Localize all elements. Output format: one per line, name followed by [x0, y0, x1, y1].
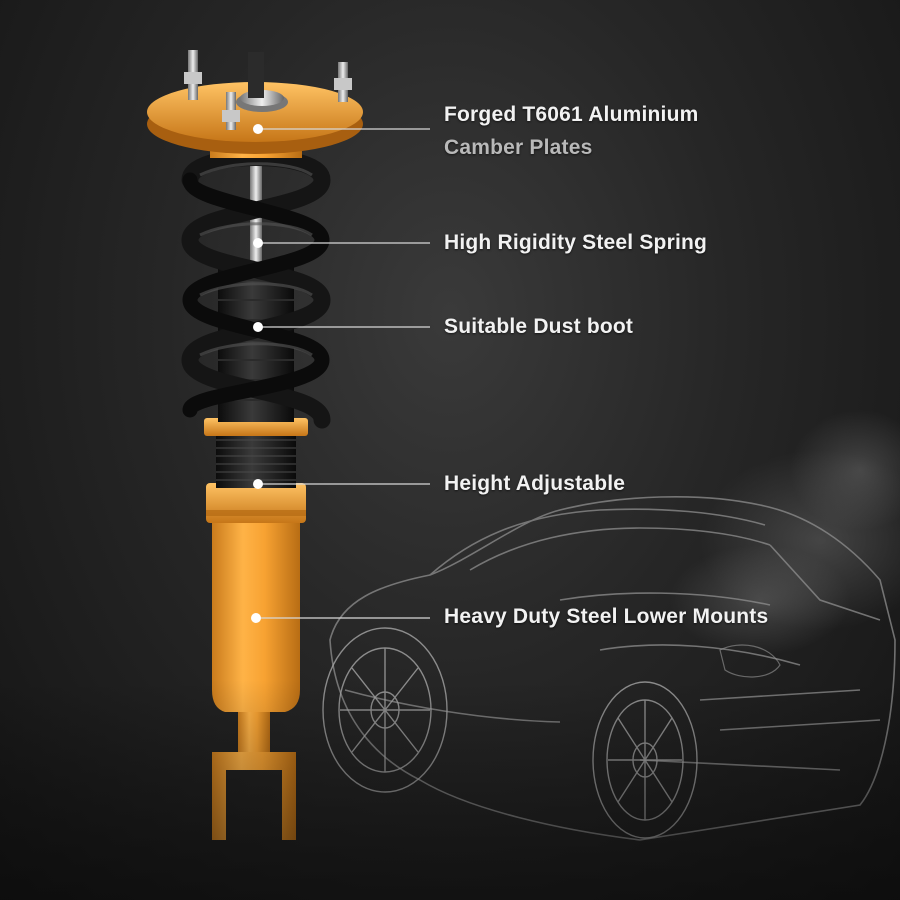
feature-label-steel-spring: High Rigidity Steel Spring [444, 231, 708, 254]
car-wheels [322, 627, 698, 839]
car-body-outline [329, 496, 896, 841]
rear-wheel [322, 627, 448, 793]
threaded-body [204, 418, 308, 488]
feature-label-height-adjustable: Height Adjustable [444, 472, 626, 495]
coil-spring [181, 149, 331, 429]
callout-dot-height-adjustable [253, 479, 263, 489]
front-wheel [592, 681, 698, 839]
feature-label-dust-boot: Suitable Dust boot [444, 315, 634, 338]
mounting-studs [184, 50, 352, 130]
callout-dot-lower-mounts [251, 613, 261, 623]
feature-label-lower-mounts: Heavy Duty Steel Lower Mounts [444, 605, 769, 628]
car-headlight [719, 644, 781, 678]
callout-dot-camber-plates [253, 124, 263, 134]
callout-dot-dust-boot [253, 322, 263, 332]
feature-label-camber-plates-line2: Camber Plates [444, 136, 593, 159]
spring-highlights [199, 162, 313, 357]
camber-plate [147, 52, 363, 158]
callout-dot-steel-spring [253, 238, 263, 248]
smoke-effect [670, 410, 900, 655]
feature-label-camber-plates-line1: Forged T6061 Aluminium [444, 103, 699, 126]
